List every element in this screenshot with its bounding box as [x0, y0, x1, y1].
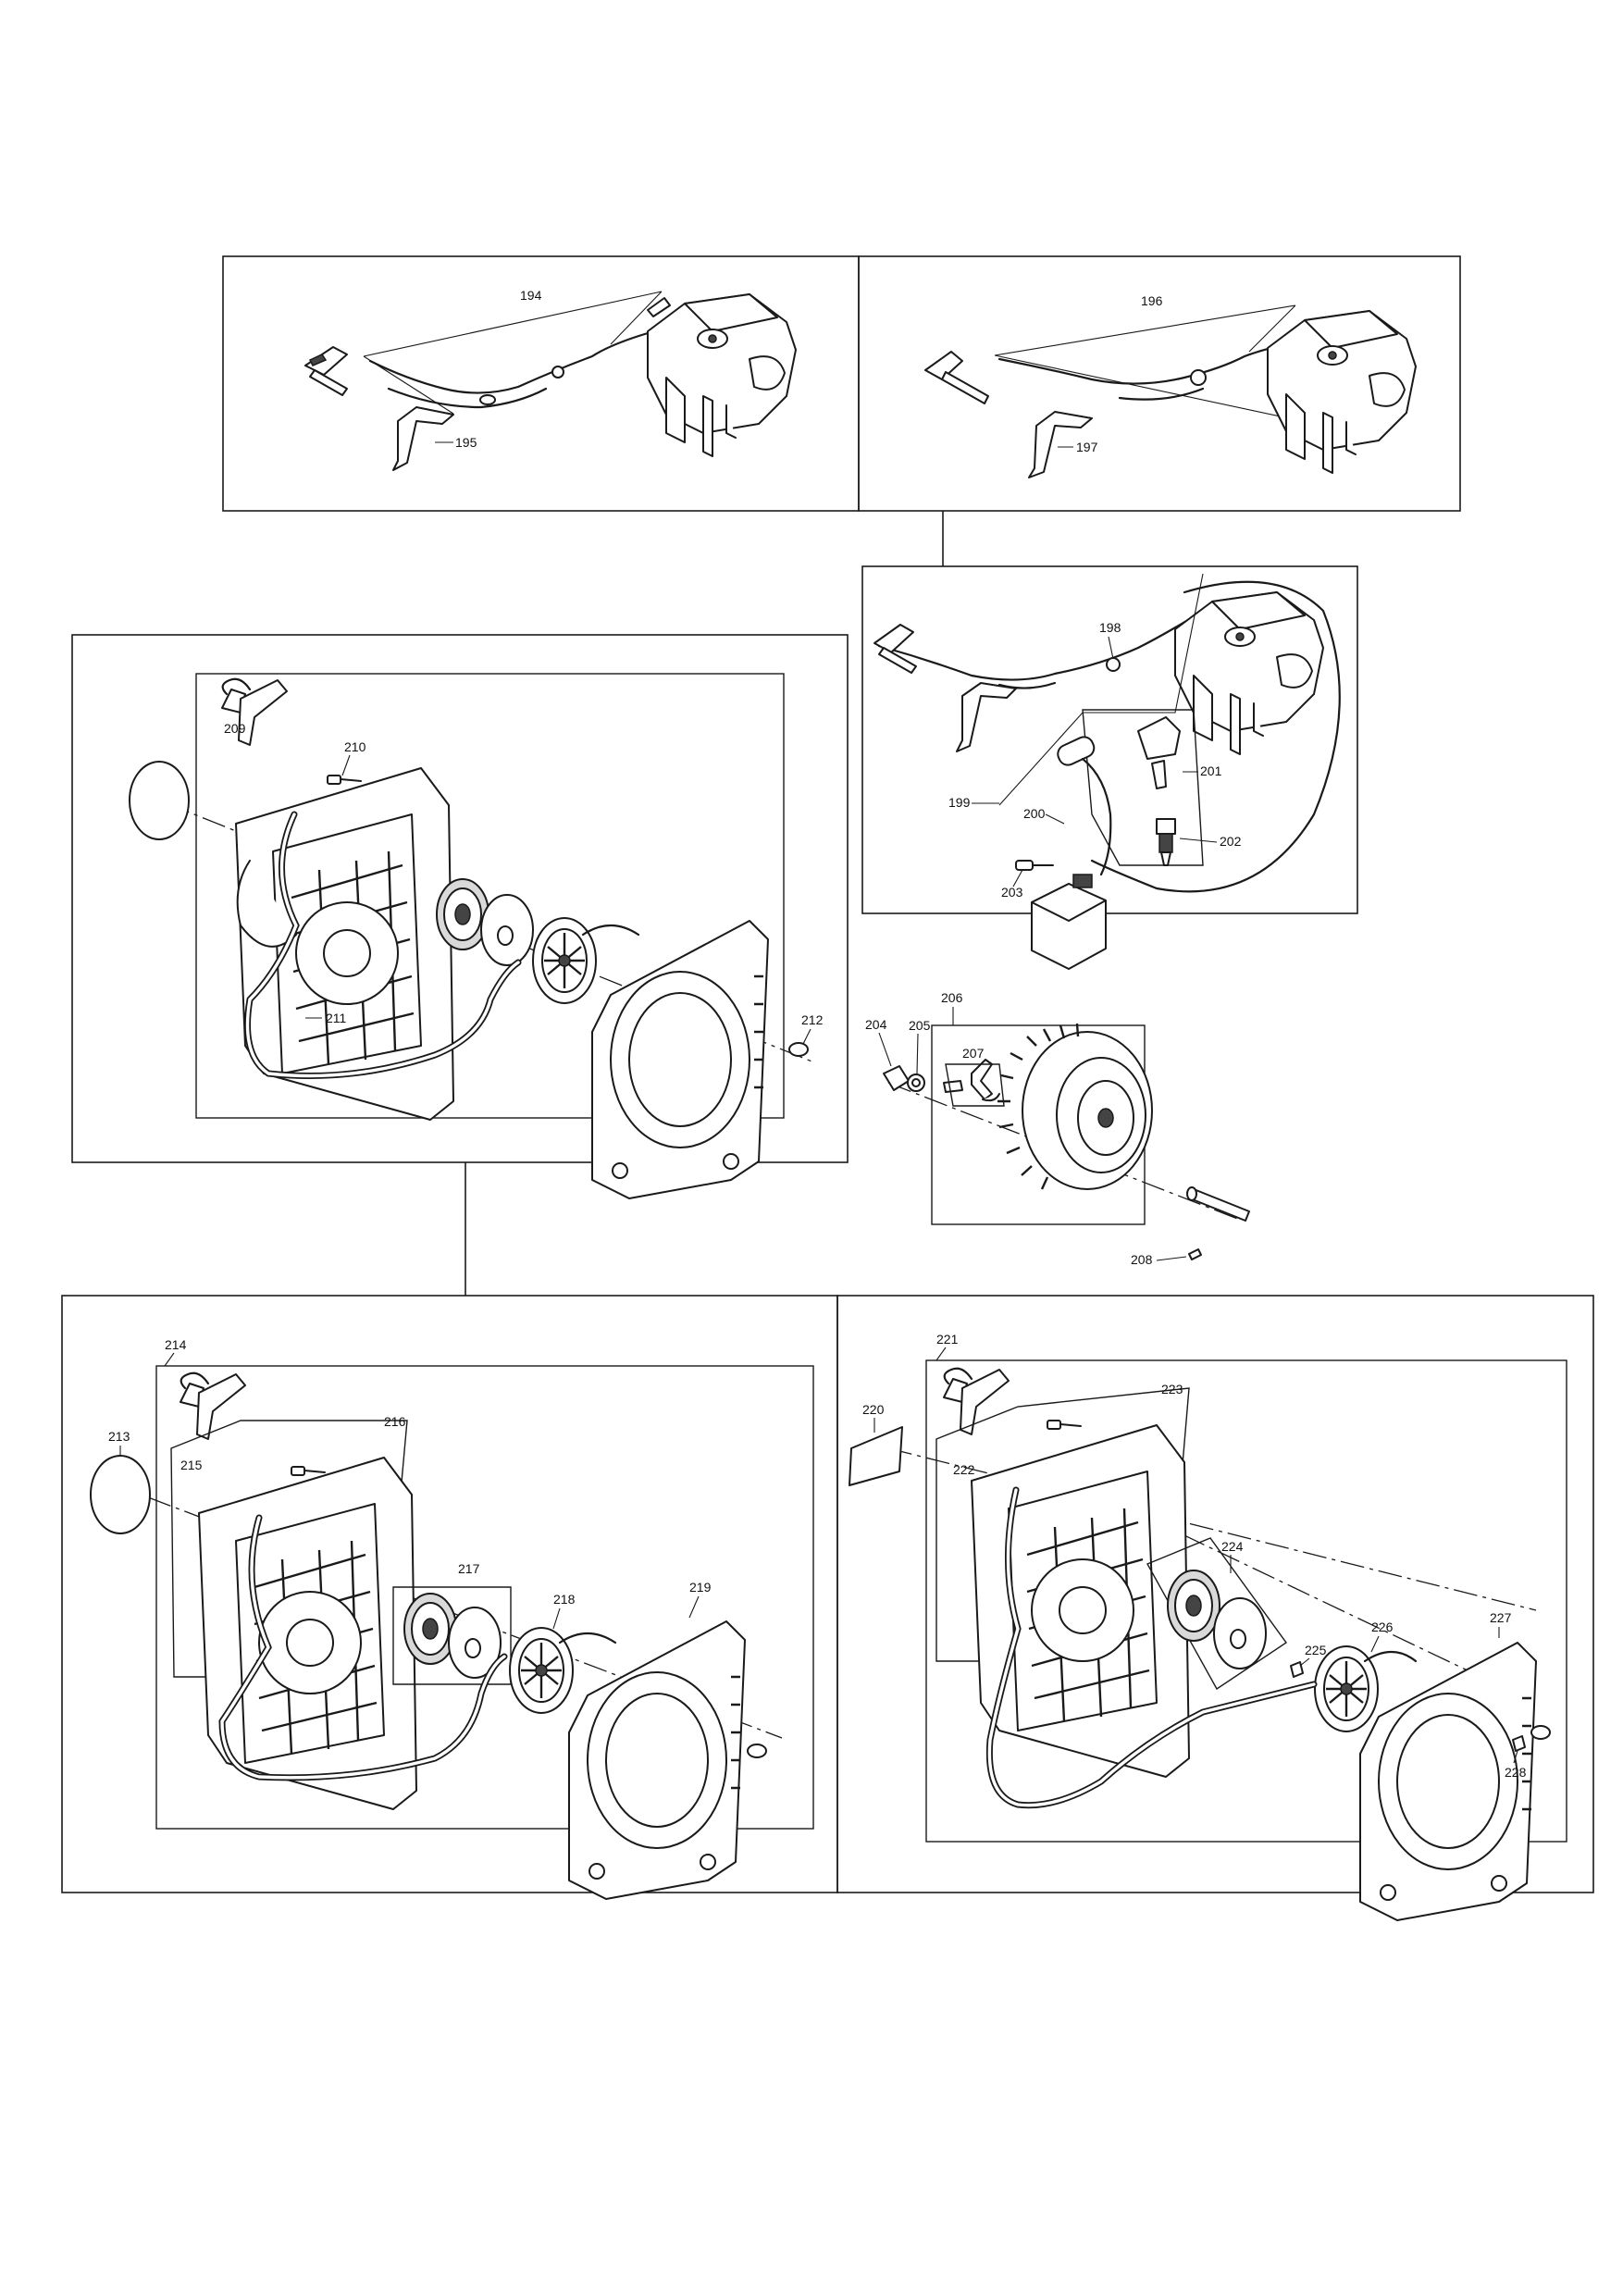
callout-225: 225: [1305, 1643, 1327, 1657]
callout-222: 222: [953, 1462, 975, 1477]
callout-200: 200: [1023, 806, 1046, 821]
callout-217: 217: [458, 1561, 480, 1576]
callout-212: 212: [801, 1012, 824, 1027]
callout-207: 207: [962, 1046, 985, 1061]
callout-199: 199: [948, 795, 971, 810]
callout-194: 194: [520, 288, 542, 303]
callout-201: 201: [1200, 763, 1222, 778]
callout-216: 216: [384, 1414, 406, 1429]
callout-215: 215: [180, 1458, 203, 1472]
callout-226: 226: [1371, 1620, 1394, 1634]
frame-throttle-alternate: [858, 255, 1461, 512]
callout-197: 197: [1076, 440, 1098, 454]
callout-228: 228: [1505, 1765, 1527, 1780]
throttle-assembly-196: [924, 304, 1417, 478]
starter-variant-b-assembly: [849, 1367, 1551, 1922]
frame-ignition: [861, 565, 1358, 914]
flywheel-assembly: [883, 1023, 1250, 1260]
callout-218: 218: [553, 1592, 576, 1607]
callout-213: 213: [108, 1429, 130, 1444]
throttle-assembly-194: [304, 291, 797, 471]
callout-209: 209: [224, 721, 246, 736]
frame-starter-variant-b: [836, 1295, 1594, 1893]
callout-223: 223: [1161, 1382, 1183, 1396]
callout-210: 210: [344, 739, 366, 754]
callout-206: 206: [941, 990, 963, 1005]
callout-224: 224: [1221, 1539, 1244, 1554]
callout-196: 196: [1141, 293, 1163, 308]
starter-standard-assembly: [129, 677, 815, 1200]
callout-208: 208: [1131, 1252, 1153, 1267]
ignition-assembly: [873, 573, 1341, 970]
starter-variant-a-assembly: [90, 1371, 783, 1901]
callout-195: 195: [455, 435, 477, 450]
callout-219: 219: [689, 1580, 712, 1595]
callout-205: 205: [909, 1018, 931, 1033]
callout-203: 203: [1001, 885, 1023, 900]
callout-221: 221: [936, 1332, 959, 1347]
callout-227: 227: [1490, 1610, 1512, 1625]
callout-211: 211: [326, 1011, 347, 1025]
callout-204: 204: [865, 1017, 887, 1032]
callout-220: 220: [862, 1402, 885, 1417]
callout-198: 198: [1099, 620, 1121, 635]
callout-202: 202: [1220, 834, 1242, 849]
frame-starter-standard: [71, 634, 849, 1163]
callout-214: 214: [165, 1337, 187, 1352]
